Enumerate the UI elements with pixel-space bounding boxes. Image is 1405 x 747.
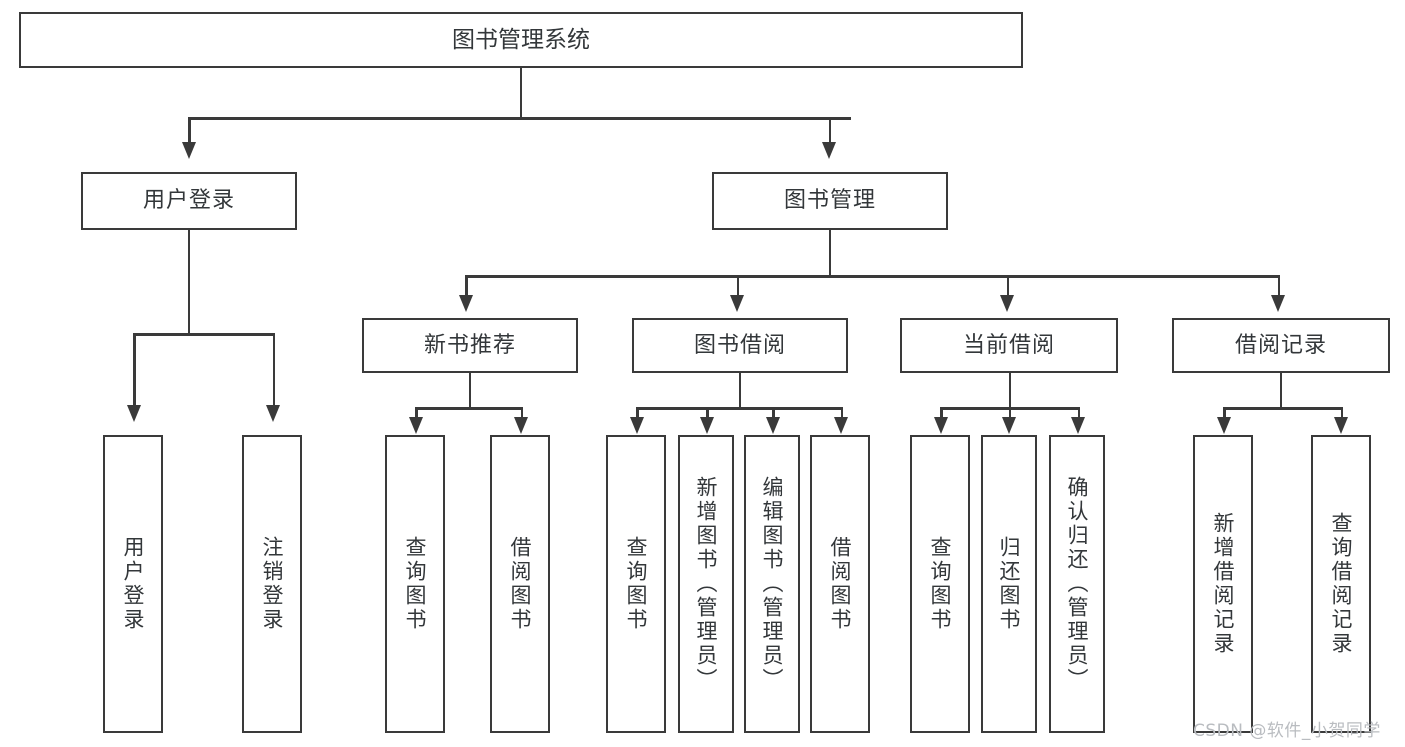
node-label: 图书管理 [783, 188, 876, 214]
arrow-book-borrow-to-leaf-3 [765, 417, 780, 434]
connector-current-borrow-stem [1008, 373, 1011, 408]
connector-user-login-to-leaf-1 [133, 333, 136, 409]
csdn-watermark: CSDN @软件_小贺同学 [1193, 721, 1381, 741]
leaf-book-borrow-add-book-admin[interactable]: 新增图书（管理员） [678, 435, 734, 733]
node-label: 查询图书 [928, 536, 953, 632]
leaf-current-borrow-confirm-return-admin[interactable]: 确认归还（管理员） [1049, 435, 1105, 733]
arrow-book-mgmt-to-borrow-record [1271, 295, 1286, 312]
connector-book-borrow-stem [738, 373, 741, 408]
node-label: 编辑图书（管理员） [760, 476, 785, 692]
connector-current-borrow-to-leaf-1 [940, 407, 943, 421]
node-label: 查询图书 [403, 536, 428, 632]
connector-current-borrow-to-leaf-3 [1077, 407, 1080, 421]
connector-book-mgmt-to-current-borrow [1006, 275, 1009, 299]
node-label: 借阅记录 [1234, 332, 1327, 358]
node-label: 用户登录 [121, 536, 146, 632]
node-new-book-recommend[interactable]: 新书推荐 [362, 318, 578, 373]
node-label: 当前借阅 [962, 332, 1055, 358]
connector-book-mgmt-stem [828, 230, 831, 276]
arrow-current-borrow-to-leaf-3 [1071, 417, 1086, 434]
connector-new-book-to-leaf-1 [415, 407, 418, 421]
arrow-root-to-user-login [181, 142, 196, 159]
connector-book-borrow-bar [636, 407, 843, 410]
connector-book-mgmt-to-borrow-record [1277, 275, 1280, 299]
node-label: 查询图书 [624, 536, 649, 632]
connector-user-login-stem [187, 230, 191, 334]
arrow-current-borrow-to-leaf-1 [933, 417, 948, 434]
connector-borrow-record-to-leaf-2 [1340, 407, 1343, 421]
node-book-management[interactable]: 图书管理 [712, 172, 948, 230]
connector-borrow-record-bar [1223, 407, 1343, 410]
node-label: 新增借阅记录 [1211, 512, 1236, 656]
connector-new-book-stem [468, 373, 471, 408]
connector-current-borrow-to-leaf-2 [1008, 407, 1011, 421]
arrow-root-to-book-mgmt [822, 142, 837, 159]
connector-book-mgmt-to-book-borrow [736, 275, 739, 299]
connector-borrow-record-stem [1279, 373, 1282, 408]
arrow-book-borrow-to-leaf-1 [629, 417, 644, 434]
node-label: 归还图书 [997, 536, 1022, 632]
node-borrow-record[interactable]: 借阅记录 [1172, 318, 1390, 373]
connector-book-borrow-to-leaf-4 [840, 407, 843, 421]
arrow-new-book-to-leaf-1 [408, 417, 423, 434]
node-label: 查询借阅记录 [1329, 512, 1354, 656]
node-label: 图书借阅 [693, 332, 786, 358]
connector-root-to-book-mgmt [828, 117, 831, 146]
leaf-borrow-record-query-record[interactable]: 查询借阅记录 [1311, 435, 1371, 733]
leaf-new-book-borrow-book[interactable]: 借阅图书 [490, 435, 550, 733]
connector-user-login-bar [133, 333, 275, 336]
connector-user-login-to-leaf-2 [272, 333, 275, 409]
leaf-book-borrow-query-book[interactable]: 查询图书 [606, 435, 666, 733]
node-label: 注销登录 [260, 536, 285, 632]
leaf-book-borrow-edit-book-admin[interactable]: 编辑图书（管理员） [744, 435, 800, 733]
arrow-current-borrow-to-leaf-2 [1002, 417, 1017, 434]
leaf-user-login-logout[interactable]: 注销登录 [242, 435, 302, 733]
arrow-book-borrow-to-leaf-4 [834, 417, 849, 434]
connector-borrow-record-to-leaf-1 [1223, 407, 1226, 421]
connector-new-book-bar [415, 407, 523, 410]
node-user-login[interactable]: 用户登录 [81, 172, 297, 230]
node-label: 图书管理系统 [452, 26, 590, 53]
node-label: 新书推荐 [423, 332, 516, 358]
leaf-book-borrow-borrow-book[interactable]: 借阅图书 [810, 435, 870, 733]
connector-book-mgmt-to-new-book [465, 275, 468, 299]
connector-new-book-to-leaf-2 [520, 407, 523, 421]
arrow-borrow-record-to-leaf-2 [1334, 417, 1349, 434]
arrow-user-login-to-leaf-2 [266, 405, 281, 422]
node-current-borrow[interactable]: 当前借阅 [900, 318, 1118, 373]
connector-root-bar [188, 117, 851, 120]
node-label: 确认归还（管理员） [1065, 476, 1090, 692]
leaf-current-borrow-query-book[interactable]: 查询图书 [910, 435, 970, 733]
node-label: 用户登录 [142, 188, 235, 214]
connector-book-borrow-to-leaf-1 [636, 407, 639, 421]
leaf-current-borrow-return-book[interactable]: 归还图书 [981, 435, 1037, 733]
connector-book-borrow-to-leaf-2 [706, 407, 709, 421]
leaf-user-login-login[interactable]: 用户登录 [103, 435, 163, 733]
connector-book-borrow-to-leaf-3 [772, 407, 775, 421]
arrow-book-borrow-to-leaf-2 [699, 417, 714, 434]
node-label: 新增图书（管理员） [694, 476, 719, 692]
leaf-borrow-record-add-record[interactable]: 新增借阅记录 [1193, 435, 1253, 733]
arrow-user-login-to-leaf-1 [126, 405, 141, 422]
arrow-new-book-to-leaf-2 [514, 417, 529, 434]
node-root-library-system[interactable]: 图书管理系统 [19, 12, 1023, 68]
node-book-borrow[interactable]: 图书借阅 [632, 318, 848, 373]
connector-root-to-user-login [188, 117, 191, 146]
arrow-borrow-record-to-leaf-1 [1216, 417, 1231, 434]
leaf-new-book-query-book[interactable]: 查询图书 [385, 435, 445, 733]
connector-book-mgmt-bar [465, 275, 1280, 278]
connector-root-stem [519, 68, 522, 118]
arrow-book-mgmt-to-new-book [458, 295, 473, 312]
node-label: 借阅图书 [508, 536, 533, 632]
arrow-book-mgmt-to-current-borrow [1000, 295, 1015, 312]
node-label: 借阅图书 [828, 536, 853, 632]
arrow-book-mgmt-to-book-borrow [730, 295, 745, 312]
